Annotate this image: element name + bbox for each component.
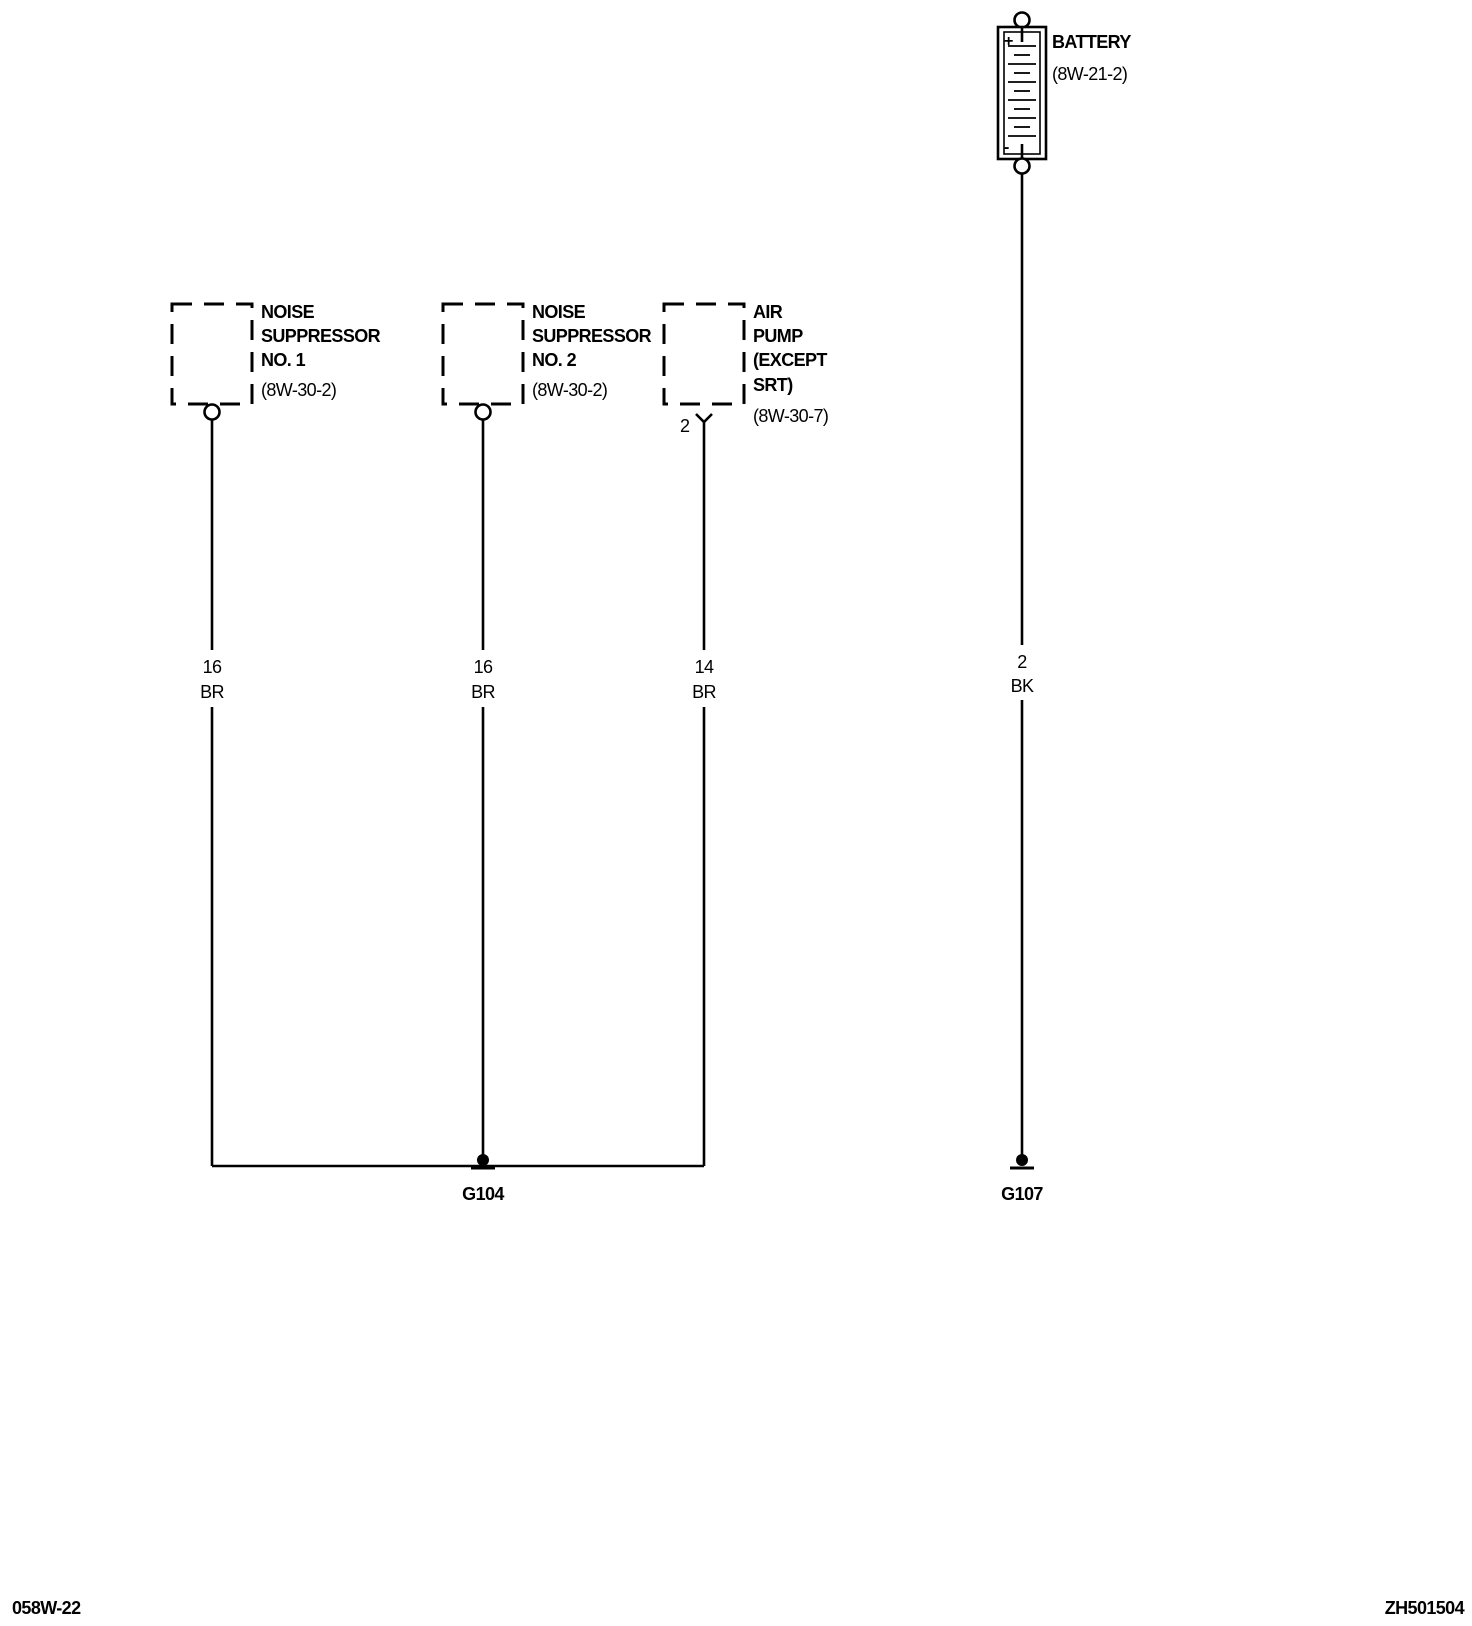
noise-suppressor-2-terminal xyxy=(474,403,492,421)
wire-gauge-3: 14 xyxy=(695,657,714,677)
battery-symbol: + - xyxy=(996,11,1048,175)
wire-gauge-1: 16 xyxy=(203,657,222,677)
air-pump-label-line-2: PUMP xyxy=(753,326,803,346)
wire-gauge-2: 16 xyxy=(474,657,493,677)
noise-suppressor-2-label-line-1: NOISE xyxy=(532,302,586,322)
battery-plus-sign: + xyxy=(1004,33,1013,50)
noise-suppressor-2-box xyxy=(441,302,525,406)
ground-g107-symbol xyxy=(1010,1154,1034,1170)
air-pump-label-line-1: AIR xyxy=(753,302,783,322)
noise-suppressor-1-label-line-1: NOISE xyxy=(261,302,315,322)
footer-figure-id: ZH501504 xyxy=(1385,1598,1465,1618)
ground-label-g104: G104 xyxy=(462,1184,504,1204)
air-pump-connector-symbol xyxy=(695,413,713,424)
footer-page-code: 058W-22 xyxy=(12,1598,81,1618)
wire-gauge-4: 2 xyxy=(1017,652,1027,672)
ground-label-g107: G107 xyxy=(1001,1184,1043,1204)
noise-suppressor-1-ref: (8W-30-2) xyxy=(261,380,336,400)
noise-suppressor-2-ref: (8W-30-2) xyxy=(532,380,607,400)
noise-suppressor-1-terminal xyxy=(203,403,221,421)
air-pump-label-line-4: SRT) xyxy=(753,375,793,395)
noise-suppressor-2-label-line-2: SUPPRESSOR xyxy=(532,326,652,346)
battery-cell-plates xyxy=(1008,45,1036,137)
air-pump-box xyxy=(662,302,746,406)
air-pump-label-line-3: (EXCEPT xyxy=(753,350,827,370)
battery-minus-sign: - xyxy=(1004,139,1009,156)
wire-color-3: BR xyxy=(692,682,716,702)
wire-color-1: BR xyxy=(200,682,224,702)
noise-suppressor-2-label-line-3: NO. 2 xyxy=(532,350,577,370)
battery-label: BATTERY xyxy=(1052,32,1131,52)
air-pump-ref: (8W-30-7) xyxy=(753,406,828,426)
noise-suppressor-1-label-line-2: SUPPRESSOR xyxy=(261,326,381,346)
noise-suppressor-1-box xyxy=(170,302,254,406)
wire-color-4: BK xyxy=(1011,676,1034,696)
ground-g104-symbol xyxy=(471,1154,495,1170)
battery-ref: (8W-21-2) xyxy=(1052,64,1127,84)
noise-suppressor-1-label-line-3: NO. 1 xyxy=(261,350,306,370)
wire-color-2: BR xyxy=(471,682,495,702)
air-pump-pin-number: 2 xyxy=(680,416,690,436)
